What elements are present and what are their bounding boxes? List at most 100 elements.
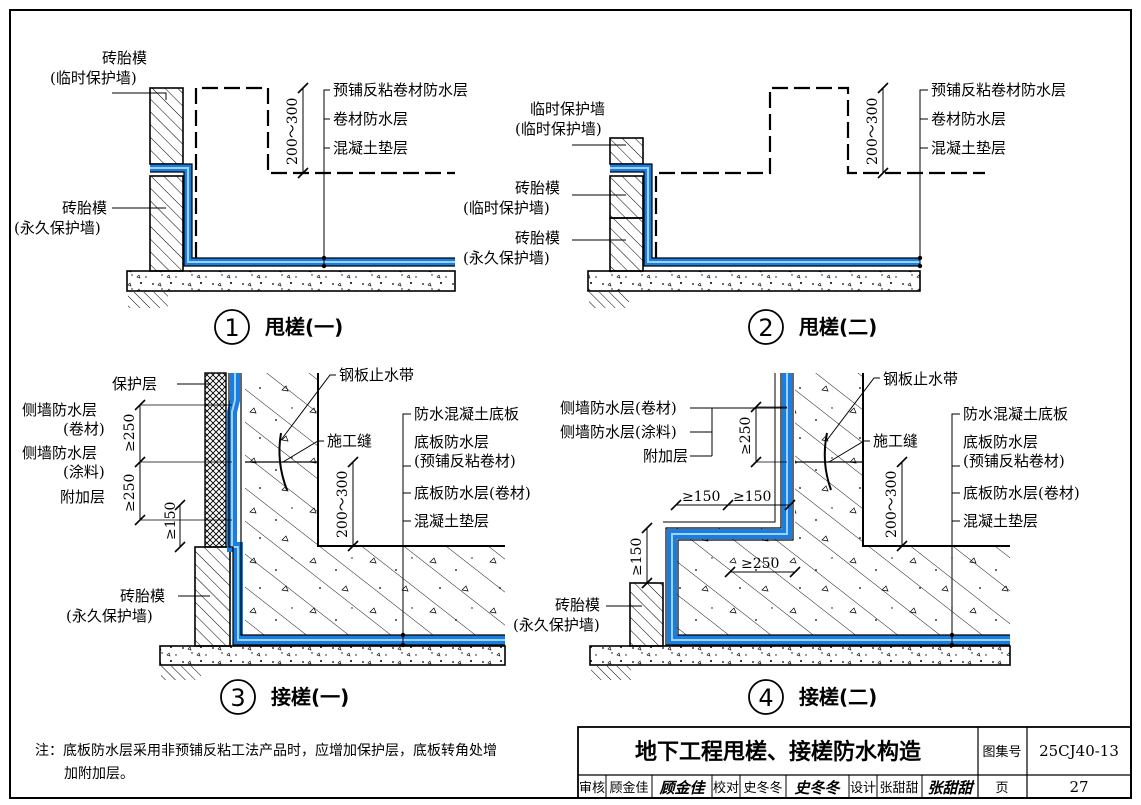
d2-brick-perm-sub: (永久保护墙) (463, 249, 550, 267)
title-block (577, 726, 1132, 799)
d4-side-membrane-label: 侧墙防水层(卷材) (560, 399, 677, 417)
d3-side-membrane-sub: (卷材) (63, 420, 105, 438)
review-name: 顾金佳 (609, 780, 648, 796)
d4-dim-b: ≥150 (682, 489, 720, 505)
d1-brick-temp-label: 砖胎模 (102, 49, 147, 67)
d3-r2: 底板防水层 (414, 433, 489, 451)
check-signature: 史冬冬 (794, 779, 841, 797)
d3-side-coating-label: 侧墙防水层 (22, 444, 97, 462)
d3-r1: 防水混凝土底板 (414, 405, 519, 423)
d2-r3: 混凝土垫层 (931, 139, 1006, 157)
d1-perm-brick (149, 175, 184, 272)
d4-dim-f: 200～300 (884, 471, 900, 538)
d3-steel-label: 钢板止水带 (339, 366, 414, 384)
d4-r3: 底板防水层(卷材) (963, 484, 1080, 502)
d3-side-membrane-label: 侧墙防水层 (22, 401, 97, 419)
d4-side-coating-label: 侧墙防水层(涂料) (560, 423, 677, 441)
page-value: 27 (1069, 778, 1088, 796)
d2-title: 甩槎(二) (799, 315, 877, 339)
d4-perm-brick (629, 582, 664, 647)
design-signature: 张甜甜 (927, 779, 975, 797)
d1-brick-perm-sub: (永久保护墙) (14, 219, 101, 237)
detail-4 (589, 373, 1011, 680)
d2-brick-temp-sub: (临时保护墙) (463, 199, 550, 217)
d4-dim-e: ≥250 (741, 556, 779, 572)
d3-joint-label: 施工缝 (327, 432, 372, 450)
d2-future-dashed (654, 86, 985, 258)
d1-brick-perm-label: 砖胎模 (62, 199, 107, 217)
d3-brick-sub: (永久保护墙) (66, 607, 153, 625)
d4-concrete-base (589, 645, 1011, 666)
d4-number: 4 (758, 684, 773, 712)
d3-brick-label: 砖胎模 (120, 587, 165, 605)
d1-r2: 卷材防水层 (333, 110, 408, 128)
d3-concrete-base (159, 645, 506, 666)
d3-r4: 混凝土垫层 (414, 512, 489, 530)
d3-number: 3 (230, 684, 245, 712)
d3-additional-label: 附加层 (60, 488, 105, 506)
d2-brick-temp-label: 砖胎模 (515, 179, 560, 197)
d1-number: 1 (224, 314, 239, 342)
d2-brick-perm-label: 砖胎模 (515, 229, 560, 247)
d3-dim-c: ≥150 (163, 502, 179, 540)
d4-dim-d: ≥150 (629, 538, 645, 576)
d2-temp-wall (609, 137, 644, 165)
d4-title: 接槎(二) (799, 685, 877, 709)
d3-r2-sub: (预铺反粘卷材) (414, 452, 516, 470)
detail-1 (112, 82, 456, 308)
d1-r3: 混凝土垫层 (333, 139, 408, 157)
d1-title: 甩槎(一) (265, 315, 343, 339)
d2-temp-label: 临时保护墙 (530, 100, 605, 118)
d4-steel-label: 钢板止水带 (883, 370, 958, 388)
d4-r2: 底板防水层 (963, 433, 1038, 451)
d4-dim-a: ≥250 (738, 417, 754, 455)
d2-concrete-base (587, 270, 921, 292)
d3-protection-label: 保护层 (112, 375, 157, 393)
d1-future-dashed (194, 86, 455, 258)
d2-perm-brick (609, 217, 644, 272)
atlas-label: 图集号 (982, 744, 1021, 760)
d3-dim-b: ≥250 (122, 474, 138, 512)
review-label: 审核 (579, 781, 605, 796)
detail-2 (572, 82, 985, 308)
d4-brick-sub: (永久保护墙) (513, 616, 600, 634)
d3-side-coating-sub: (涂料) (63, 463, 105, 481)
d4-r4: 混凝土垫层 (963, 512, 1038, 530)
note-line-2: 加附加层。 (64, 766, 134, 782)
d3-title: 接槎(一) (271, 685, 349, 709)
d1-number-circle (214, 309, 250, 345)
d3-r3: 底板防水层(卷材) (414, 484, 531, 502)
detail-3 (134, 372, 506, 680)
d2-number-circle (748, 309, 784, 345)
d1-concrete-base (126, 270, 456, 292)
d1-brick-temp-sub: (临时保护墙) (50, 69, 137, 87)
d2-number: 2 (758, 314, 773, 342)
sheet-frame (9, 9, 1132, 799)
drawing-title: 地下工程甩槎、接槎防水构造 (635, 739, 921, 765)
note-line-1: 注：底板防水层采用非预铺反粘工法产品时，应增加保护层，底板转角处增 (35, 742, 497, 759)
page-label: 页 (995, 781, 1008, 796)
d3-dim-d: 200～300 (335, 471, 351, 538)
d4-dim-c: ≥150 (733, 489, 771, 505)
d2-dim-label: 200～300 (865, 98, 881, 165)
d2-r2: 卷材防水层 (931, 110, 1006, 128)
design-label: 设计 (850, 781, 876, 796)
d3-dim-a: ≥250 (122, 414, 138, 452)
d3-protection-layer (204, 372, 227, 548)
d4-additional-label: 附加层 (643, 447, 688, 465)
d4-r1: 防水混凝土底板 (963, 405, 1068, 423)
review-signature: 顾金佳 (658, 779, 706, 797)
d4-r2-sub: (预铺反粘卷材) (963, 452, 1065, 470)
d2-temp-brick (609, 175, 644, 219)
d4-brick-label: 砖胎模 (555, 596, 600, 614)
design-name: 张甜甜 (879, 780, 918, 796)
atlas-value: 25CJ40-13 (1039, 742, 1119, 760)
d2-temp-sub: (临时保护墙) (515, 120, 602, 138)
d4-joint-label: 施工缝 (873, 432, 918, 450)
d3-number-circle (220, 679, 256, 715)
d2-r1: 预铺反粘卷材防水层 (931, 81, 1066, 99)
check-name: 史冬冬 (743, 780, 782, 796)
d1-dim-label: 200～300 (285, 98, 301, 165)
d4-number-circle (748, 679, 784, 715)
d1-r1: 预铺反粘卷材防水层 (333, 81, 468, 99)
